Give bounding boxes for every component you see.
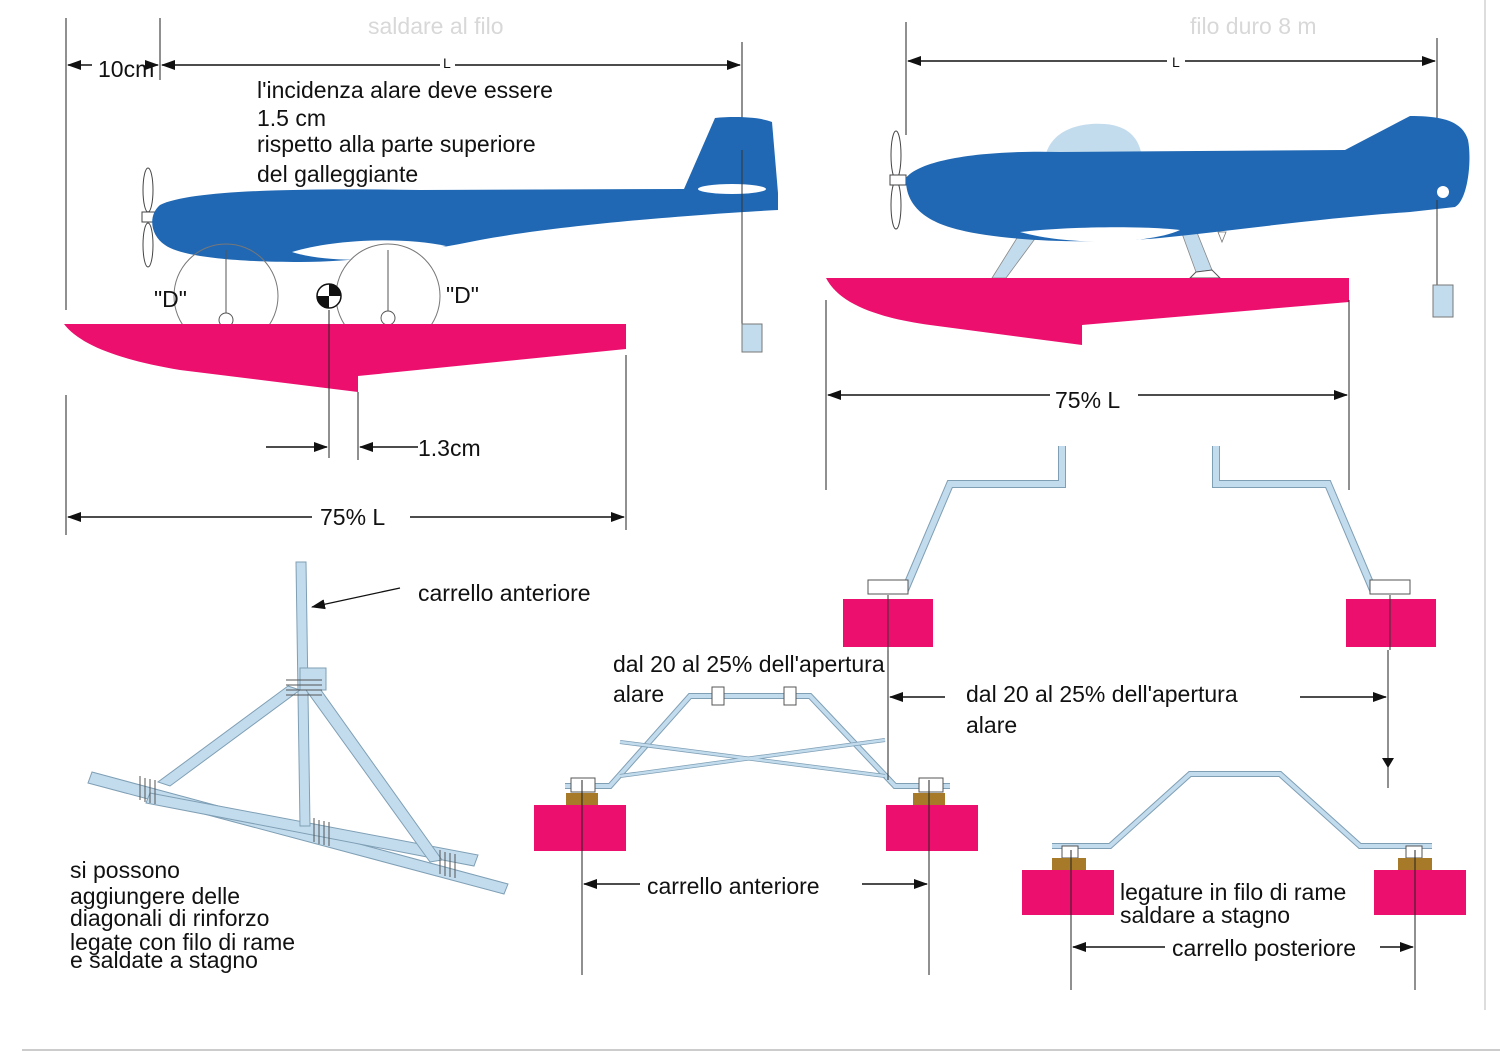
rear-float-right — [1374, 870, 1466, 915]
dim-L-label-right: L — [1172, 54, 1180, 70]
fuselage-right — [905, 116, 1470, 242]
rear-gear-legs: dal 20 al 25% dell'apertura alare — [843, 446, 1436, 788]
note-line2: aggiungere delle — [70, 883, 240, 909]
center-of-gravity-icon — [316, 283, 342, 309]
tail-weight — [741, 323, 763, 353]
incidence-note-line4: del galleggiante — [257, 161, 418, 187]
side-view-plane-left: 10cm L l'incidenza alare deve essere 1.5… — [64, 18, 778, 535]
dim-75L-label-left: 75% L — [320, 504, 385, 530]
float-left — [64, 324, 626, 392]
incidence-note-line3: rispetto alla parte superiore — [257, 131, 536, 157]
span-note-right-line1: dal 20 al 25% dell'apertura — [966, 681, 1238, 707]
rear-float-top-right — [1346, 599, 1436, 647]
dim-1-3cm-label: 1.3cm — [418, 435, 481, 461]
span-note-middle-line1: dal 20 al 25% dell'apertura — [613, 651, 885, 677]
rear-gear-front-view: legature in filo di rame saldare a stagn… — [1022, 771, 1466, 990]
tail-weight-right — [1432, 284, 1454, 318]
float-right — [826, 278, 1349, 345]
rear-float-left — [1022, 870, 1114, 915]
front-float-right — [886, 805, 978, 851]
span-note-right-line2: alare — [966, 712, 1017, 738]
front-gear-label: carrello anteriore — [647, 873, 820, 899]
note-line1: si possono — [70, 857, 180, 883]
incidence-note-line1: l'incidenza alare deve essere — [257, 77, 553, 103]
dim-L-label: L — [443, 55, 451, 71]
dim-75L-label-right: 75% L — [1055, 387, 1120, 413]
side-view-plane-right: L 75% L — [825, 22, 1470, 490]
front-gear-label-3d: carrello anteriore — [418, 580, 591, 606]
wheel-d-label-right: "D" — [446, 282, 479, 308]
incidence-note-line2: 1.5 cm — [257, 105, 326, 131]
span-note-middle-line2: alare — [613, 681, 664, 707]
note-line5: e saldate a stagno — [70, 947, 258, 973]
binding-note-line1: legature in filo di rame — [1120, 879, 1346, 905]
canopy — [1045, 123, 1142, 158]
ghost-text-left: saldare al filo — [368, 13, 504, 39]
note-line4: legate con filo di rame — [70, 929, 295, 955]
propeller-icon-right — [889, 130, 907, 230]
fuselage — [152, 117, 778, 262]
dim-10cm-label: 10cm — [98, 56, 154, 82]
note-line3: diagonali di rinforzo — [70, 905, 269, 931]
front-gear-front-view: carrello anteriore dal 20 al 25% dell'ap… — [534, 651, 978, 975]
binding-note-line2: saldare a stagno — [1120, 902, 1290, 928]
front-float-left — [534, 805, 626, 851]
rear-gear-label: carrello posteriore — [1172, 935, 1356, 961]
ghost-text-right: filo duro 8 m — [1190, 13, 1317, 39]
front-gear-perspective: carrello anteriore si possono aggiungere… — [70, 561, 591, 973]
wheel-d-label-left: "D" — [154, 286, 187, 312]
